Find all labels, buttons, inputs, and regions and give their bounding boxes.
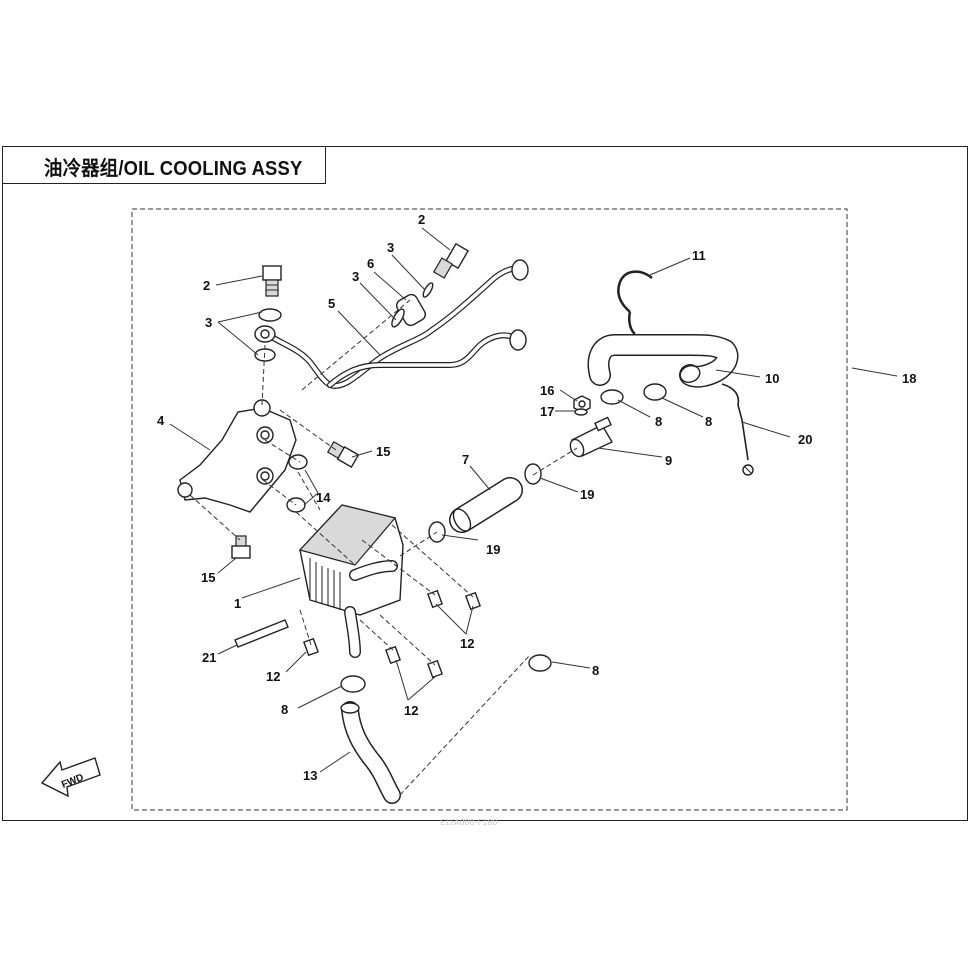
bolt-12-d (385, 645, 401, 665)
callout-1: 1 (234, 596, 241, 611)
clamp-19-right (524, 463, 542, 485)
bolt-12-c (303, 637, 319, 657)
callout-2-top: 2 (203, 278, 210, 293)
callout-15-lower: 15 (201, 570, 215, 585)
clamp-8-lower (340, 675, 366, 693)
oil-cooler-1 (298, 504, 404, 658)
callout-12-bottom: 12 (404, 703, 418, 718)
callout-3-upper: 3 (387, 240, 394, 255)
page-title: 油冷器组/OIL COOLING ASSY (44, 158, 303, 180)
callout-3-left: 3 (205, 315, 212, 330)
o-ring-14-a (288, 454, 308, 470)
callout-2-right: 2 (418, 212, 425, 227)
bolt-12-a (427, 589, 443, 609)
assembly-guide-lines (189, 299, 578, 796)
callout-14: 14 (316, 490, 331, 505)
callout-8-right: 8 (592, 663, 599, 678)
callout-6: 6 (367, 256, 374, 271)
callout-17: 17 (540, 404, 554, 419)
callout-19-right: 19 (580, 487, 594, 502)
callout-20: 20 (798, 432, 812, 447)
callout-7: 7 (462, 452, 469, 467)
bolt-15-lower (231, 535, 251, 559)
callout-11: 11 (692, 248, 706, 263)
assembly-boundary (131, 208, 848, 811)
hose-10 (587, 334, 739, 388)
callout-16: 16 (540, 383, 554, 398)
strap-21 (234, 619, 289, 648)
callout-8-upper: 8 (705, 414, 712, 429)
banjo-bolt-2-right (432, 242, 470, 279)
callout-19-left: 19 (486, 542, 500, 557)
callout-18: 18 (902, 371, 916, 386)
washer-3-a (258, 308, 282, 322)
callout-12-right: 12 (460, 636, 474, 651)
callout-13: 13 (303, 768, 317, 783)
oil-pipe-5 (254, 259, 529, 389)
washer-17 (574, 408, 588, 416)
bolt-12-e (427, 659, 443, 679)
clamp-8-upper-b (643, 383, 667, 401)
title-box (2, 146, 326, 184)
callout-8-lower: 8 (281, 702, 288, 717)
wire-20 (721, 383, 754, 476)
fwd-arrow-icon: FWD (40, 757, 101, 798)
leader-lines (169, 227, 898, 773)
washer-3-c (391, 308, 405, 328)
callout-21: 21 (202, 650, 216, 665)
drawing-code: E1FA000-F180 (440, 818, 498, 827)
bracket-4 (177, 399, 297, 513)
callout-4: 4 (157, 413, 165, 428)
washer-3-d (422, 282, 434, 298)
callout-15-upper: 15 (376, 444, 390, 459)
hose-7 (449, 477, 523, 533)
callout-9: 9 (665, 453, 672, 468)
bolt-15-upper (326, 440, 360, 469)
banjo-bolt-2-top (262, 265, 282, 297)
callout-3-mid: 3 (352, 269, 359, 284)
callout-5: 5 (328, 296, 335, 311)
clamp-8-upper-a (600, 389, 624, 405)
clamp-8-right (528, 654, 552, 672)
clip-11 (617, 270, 653, 335)
callout-labels: 2 2 3 3 3 6 5 4 15 14 15 1 21 12 8 13 12… (157, 212, 916, 783)
callout-10: 10 (765, 371, 779, 386)
callout-12-left: 12 (266, 669, 280, 684)
fitting-9 (569, 416, 613, 458)
nut-16 (573, 395, 591, 413)
hose-13 (340, 701, 401, 804)
diagram-frame (2, 146, 968, 821)
callout-8-mid: 8 (655, 414, 662, 429)
